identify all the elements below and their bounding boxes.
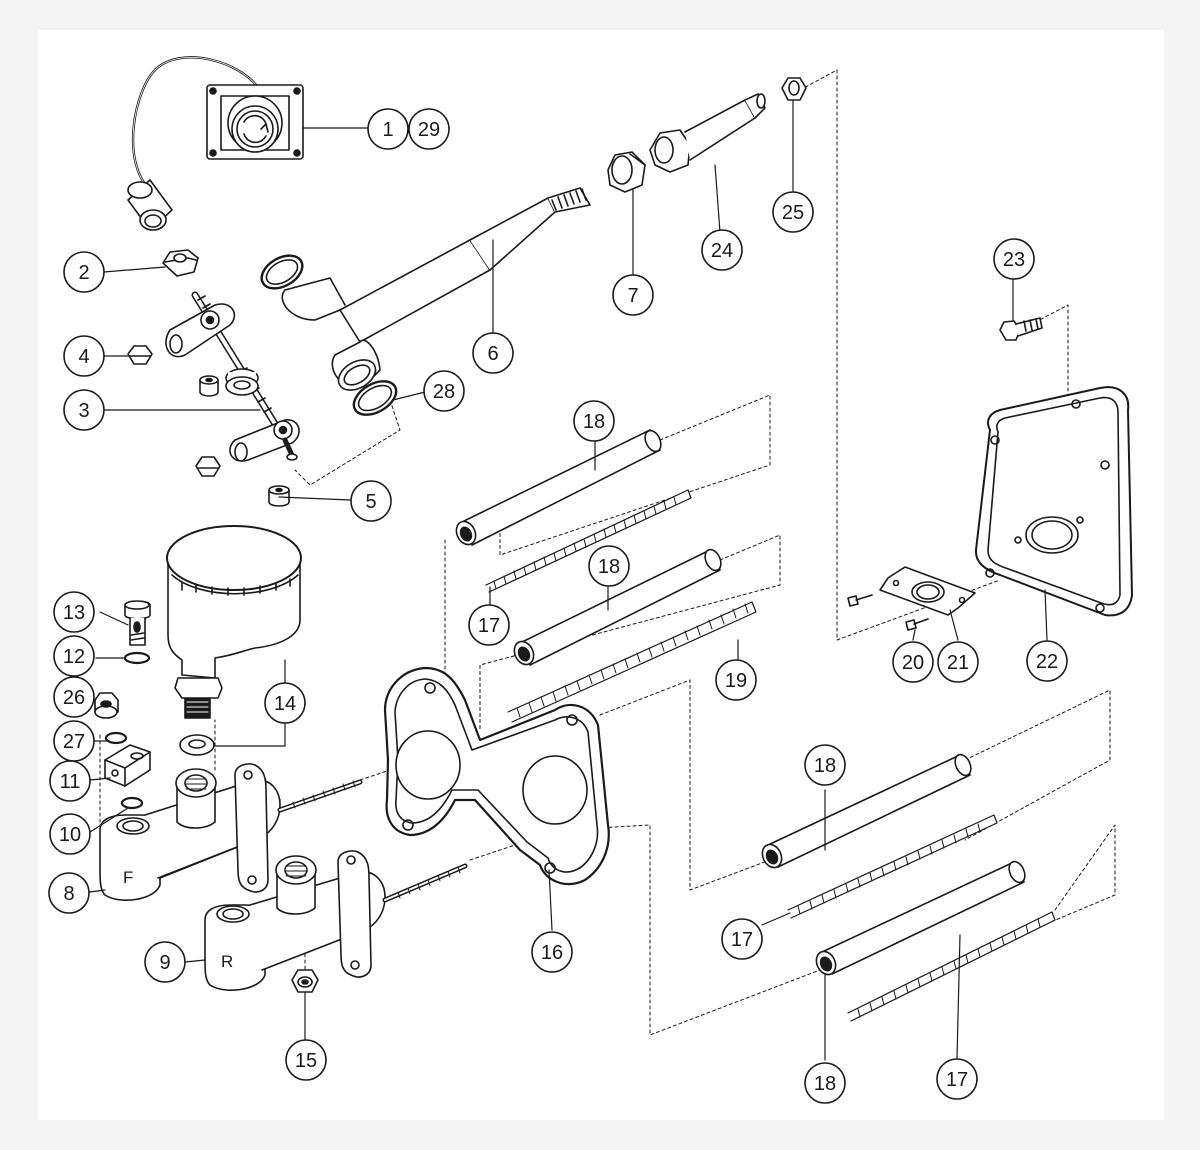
callout-9: 9 (159, 952, 170, 974)
callout-17a: 17 (478, 615, 500, 637)
part-5-pin (199, 375, 290, 507)
part-16-mounting-plate (383, 666, 610, 886)
part-26-plug (94, 692, 119, 719)
callout-10: 10 (59, 824, 81, 846)
callout-18b: 18 (598, 556, 620, 578)
part-4-nut (127, 345, 221, 477)
callout-15: 15 (295, 1050, 317, 1072)
callout-numbers: 1 29 2 4 3 5 6 28 7 24 25 23 18 17 18 19… (59, 119, 1058, 1095)
part-22-cover-plate (974, 386, 1133, 617)
callout-24: 24 (711, 240, 733, 262)
callout-18c: 18 (814, 755, 836, 777)
part-12-washer (123, 651, 151, 665)
part-18-tube-c (761, 753, 972, 869)
front-cylinder-letter: F (123, 868, 133, 887)
callout-22: 22 (1036, 651, 1058, 673)
part-13-banjo-bolt (124, 600, 151, 646)
callout-28: 28 (433, 381, 455, 403)
callout-18d: 18 (814, 1073, 836, 1095)
part-3-linkage (165, 291, 300, 462)
callout-26: 26 (63, 687, 85, 709)
part-18-tube-d (815, 860, 1026, 976)
part-27-washer (104, 731, 128, 745)
callout-29: 29 (418, 119, 440, 141)
callout-25: 25 (782, 202, 804, 224)
part-18-tube-b (513, 548, 722, 666)
part-28-o-ring (260, 254, 398, 416)
callout-2: 2 (78, 262, 89, 284)
callout-7: 7 (627, 285, 638, 307)
callout-8: 8 (63, 883, 74, 905)
part-17-rod-a (485, 489, 692, 593)
part-7-nut (607, 151, 646, 193)
callout-1: 1 (382, 119, 393, 141)
part-20-screw (847, 594, 929, 631)
part-21-gasket (879, 566, 976, 616)
callout-leader-lines (89, 99, 1048, 1061)
part-17-rod-c (847, 911, 1056, 1022)
callout-6: 6 (487, 343, 498, 365)
callout-17b: 17 (731, 929, 753, 951)
rear-cylinder-letter: R (221, 952, 233, 971)
part-9-rear-cylinder (204, 850, 468, 991)
part-11-banjo-block (104, 744, 151, 787)
callout-19: 19 (725, 670, 747, 692)
callout-13: 13 (63, 602, 85, 624)
callout-23: 23 (1003, 249, 1025, 271)
part-14-reservoir (166, 525, 302, 756)
part-18-tube-a (455, 429, 662, 546)
callout-27: 27 (63, 731, 85, 753)
part-1-actuator (127, 56, 304, 231)
part-25-nut (781, 77, 807, 101)
part-15-nut (291, 969, 319, 993)
callout-20: 20 (902, 652, 924, 674)
callout-4: 4 (78, 346, 89, 368)
part-6-tee-tube (281, 187, 591, 391)
callout-5: 5 (365, 491, 376, 513)
callout-14: 14 (274, 693, 296, 715)
callout-12: 12 (63, 646, 85, 668)
callout-18a: 18 (583, 411, 605, 433)
part-23-bolt (999, 317, 1043, 341)
part-8-front-cylinder (99, 763, 363, 901)
part-10-washer (120, 796, 144, 810)
callout-11: 11 (60, 771, 81, 793)
callout-bubbles (48, 108, 1068, 1104)
callout-3: 3 (78, 400, 89, 422)
part-2-nut (162, 249, 199, 277)
part-17-rod-b (787, 814, 998, 919)
part-24-bolt (649, 93, 766, 173)
part-19-rod (507, 601, 757, 723)
callout-21: 21 (947, 652, 969, 674)
callout-16: 16 (541, 942, 563, 964)
callout-17c: 17 (946, 1069, 968, 1091)
